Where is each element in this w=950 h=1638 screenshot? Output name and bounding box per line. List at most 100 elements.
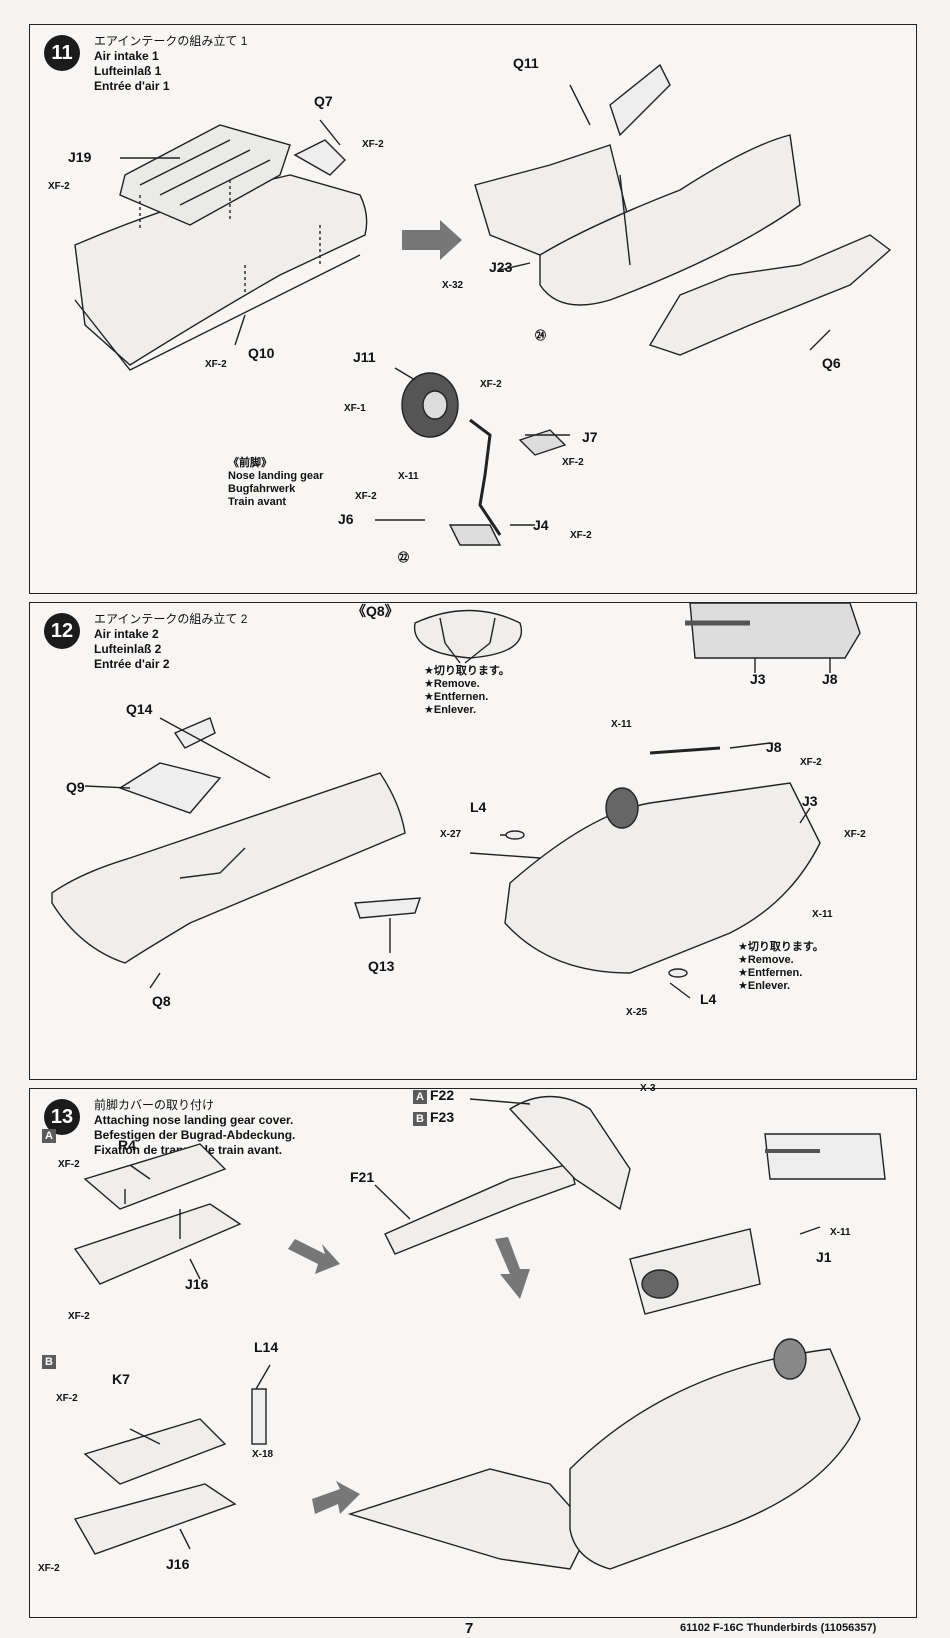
part-label-j4: J4 [533,517,549,533]
color-callout: X-18 [252,1449,274,1460]
page-number: 7 [465,1620,474,1637]
title-jp: エアインテークの組み立て 2 [94,612,248,626]
title-de: Lufteinlaß 2 [94,642,162,656]
color-callout: XF-2 [205,359,227,370]
part-label-j7: J7 [582,429,598,445]
option-b-badge: B [413,1112,427,1126]
color-callout: X-11 [398,471,419,482]
step-title: エアインテークの組み立て 2 Air intake 2 Lufteinlaß 2… [94,612,247,672]
step-12-panel: 12 エアインテークの組み立て 2 Air intake 2 Lufteinla… [29,602,917,1080]
part-label-j6: J6 [338,511,354,527]
variant-b-badge: B [42,1355,56,1369]
color-callout: X-11 [611,719,632,730]
part-label-q6: Q6 [822,355,841,371]
cut-en: ★Remove. [738,954,794,966]
part-label-f21: F21 [350,1169,375,1185]
product-code: 61102 F-16C Thunderbirds (11056357) [680,1622,877,1634]
title-en: Air intake 1 [94,49,159,63]
part-label-q10: Q10 [248,345,275,361]
part-label-l4: L4 [470,799,487,815]
title-fr: Entrée d'air 1 [94,79,170,93]
title-de: Befestigen der Bugrad-Abdeckung. [94,1128,296,1142]
color-callout: XF-2 [480,379,502,390]
reference-step-24: ㉔ [535,330,546,342]
nose-gear-jp: 《前脚》 [228,457,272,469]
part-label-f22: F22 [430,1087,455,1103]
part-label-q9: Q9 [66,779,85,795]
color-callout: XF-2 [48,181,70,192]
part-label-q13: Q13 [368,958,395,974]
title-fr: Entrée d'air 2 [94,657,170,671]
cut-instruction: ★切り取ります。 ★Remove. ★Entfernen. ★Enlever. [424,665,510,717]
color-callout: X-11 [830,1227,851,1238]
step-11-illustration [74,63,892,546]
part-label-q7: Q7 [314,93,333,109]
part-label-q14: Q14 [126,701,153,717]
title-jp: エアインテークの組み立て 1 [94,34,248,48]
color-callout: XF-2 [362,139,384,150]
part-label-j23: J23 [489,259,513,275]
step-number-badge: 12 [44,613,80,649]
part-label-l4-b: L4 [700,991,717,1007]
cut-en: ★Remove. [424,678,480,690]
color-callout: XF-1 [344,403,366,414]
color-callout: X-11 [812,909,833,920]
variant-b-marker: B [42,1353,59,1369]
nose-gear-fr: Train avant [228,496,287,508]
color-callout: X-25 [626,1007,648,1018]
color-callout: X-27 [440,829,462,840]
part-label-l14: L14 [254,1339,279,1355]
part-label-j16: J16 [185,1276,209,1292]
detail-ref-q8: 《Q8》 [352,603,399,619]
color-callout: XF-2 [68,1311,90,1322]
part-label-q8: Q8 [152,993,171,1009]
title-jp: 前脚カバーの取り付け [94,1098,215,1112]
variant-a-badge: A [42,1129,56,1143]
cut-de: ★Entfernen. [738,967,803,979]
part-label-r4: R4 [118,1137,136,1153]
part-label-q11: Q11 [513,55,539,71]
step-13-panel: 13 前脚カバーの取り付け Attaching nose landing gea… [29,1083,917,1618]
color-callout: XF-2 [844,829,866,840]
cut-jp: ★切り取ります。 [424,665,510,677]
step-title: エアインテークの組み立て 1 Air intake 1 Lufteinlaß 1… [94,34,247,94]
step-number-badge: 11 [44,35,80,71]
title-en: Air intake 2 [94,627,159,641]
cut-instruction-2: ★切り取ります。 ★Remove. ★Entfernen. ★Enlever. [738,941,824,993]
title-en: Attaching nose landing gear cover. [94,1113,294,1127]
cut-fr: ★Enlever. [738,980,791,992]
color-callout: XF-2 [562,457,584,468]
color-callout: XF-2 [570,530,592,541]
option-a-badge: A [413,1090,427,1104]
color-callout: XF-2 [58,1159,80,1170]
part-label-f23: F23 [430,1109,455,1125]
reference-step-22: ㉒ [398,552,409,564]
variant-a-marker: A [42,1127,59,1143]
cut-de: ★Entfernen. [424,691,489,703]
color-callout: XF-2 [38,1563,60,1574]
part-label-j8: J8 [822,671,838,687]
color-callout: XF-2 [56,1393,78,1404]
part-label-j3-b: J3 [802,793,818,809]
nose-gear-de: Bugfahrwerk [228,483,296,495]
part-label-j19: J19 [68,149,92,165]
nose-gear-caption: 《前脚》 Nose landing gear Bugfahrwerk Train… [228,457,323,509]
part-label-k7: K7 [112,1371,130,1387]
cut-jp: ★切り取ります。 [738,941,824,953]
color-callout: XF-2 [800,757,822,768]
part-label-j16-b: J16 [166,1556,190,1572]
part-label-j1: J1 [816,1249,832,1265]
color-callout: XF-2 [355,491,377,502]
part-label-j8-b: J8 [766,739,782,755]
cut-fr: ★Enlever. [424,704,477,716]
step-13-illustration [73,1095,886,1570]
nose-gear-en: Nose landing gear [228,470,324,482]
step-12-illustration [51,603,861,999]
color-callout: X-3 [640,1083,656,1094]
part-label-j3: J3 [750,671,766,687]
color-callout: X-32 [442,280,464,291]
part-label-j11: J11 [353,349,376,365]
title-de: Lufteinlaß 1 [94,64,162,78]
